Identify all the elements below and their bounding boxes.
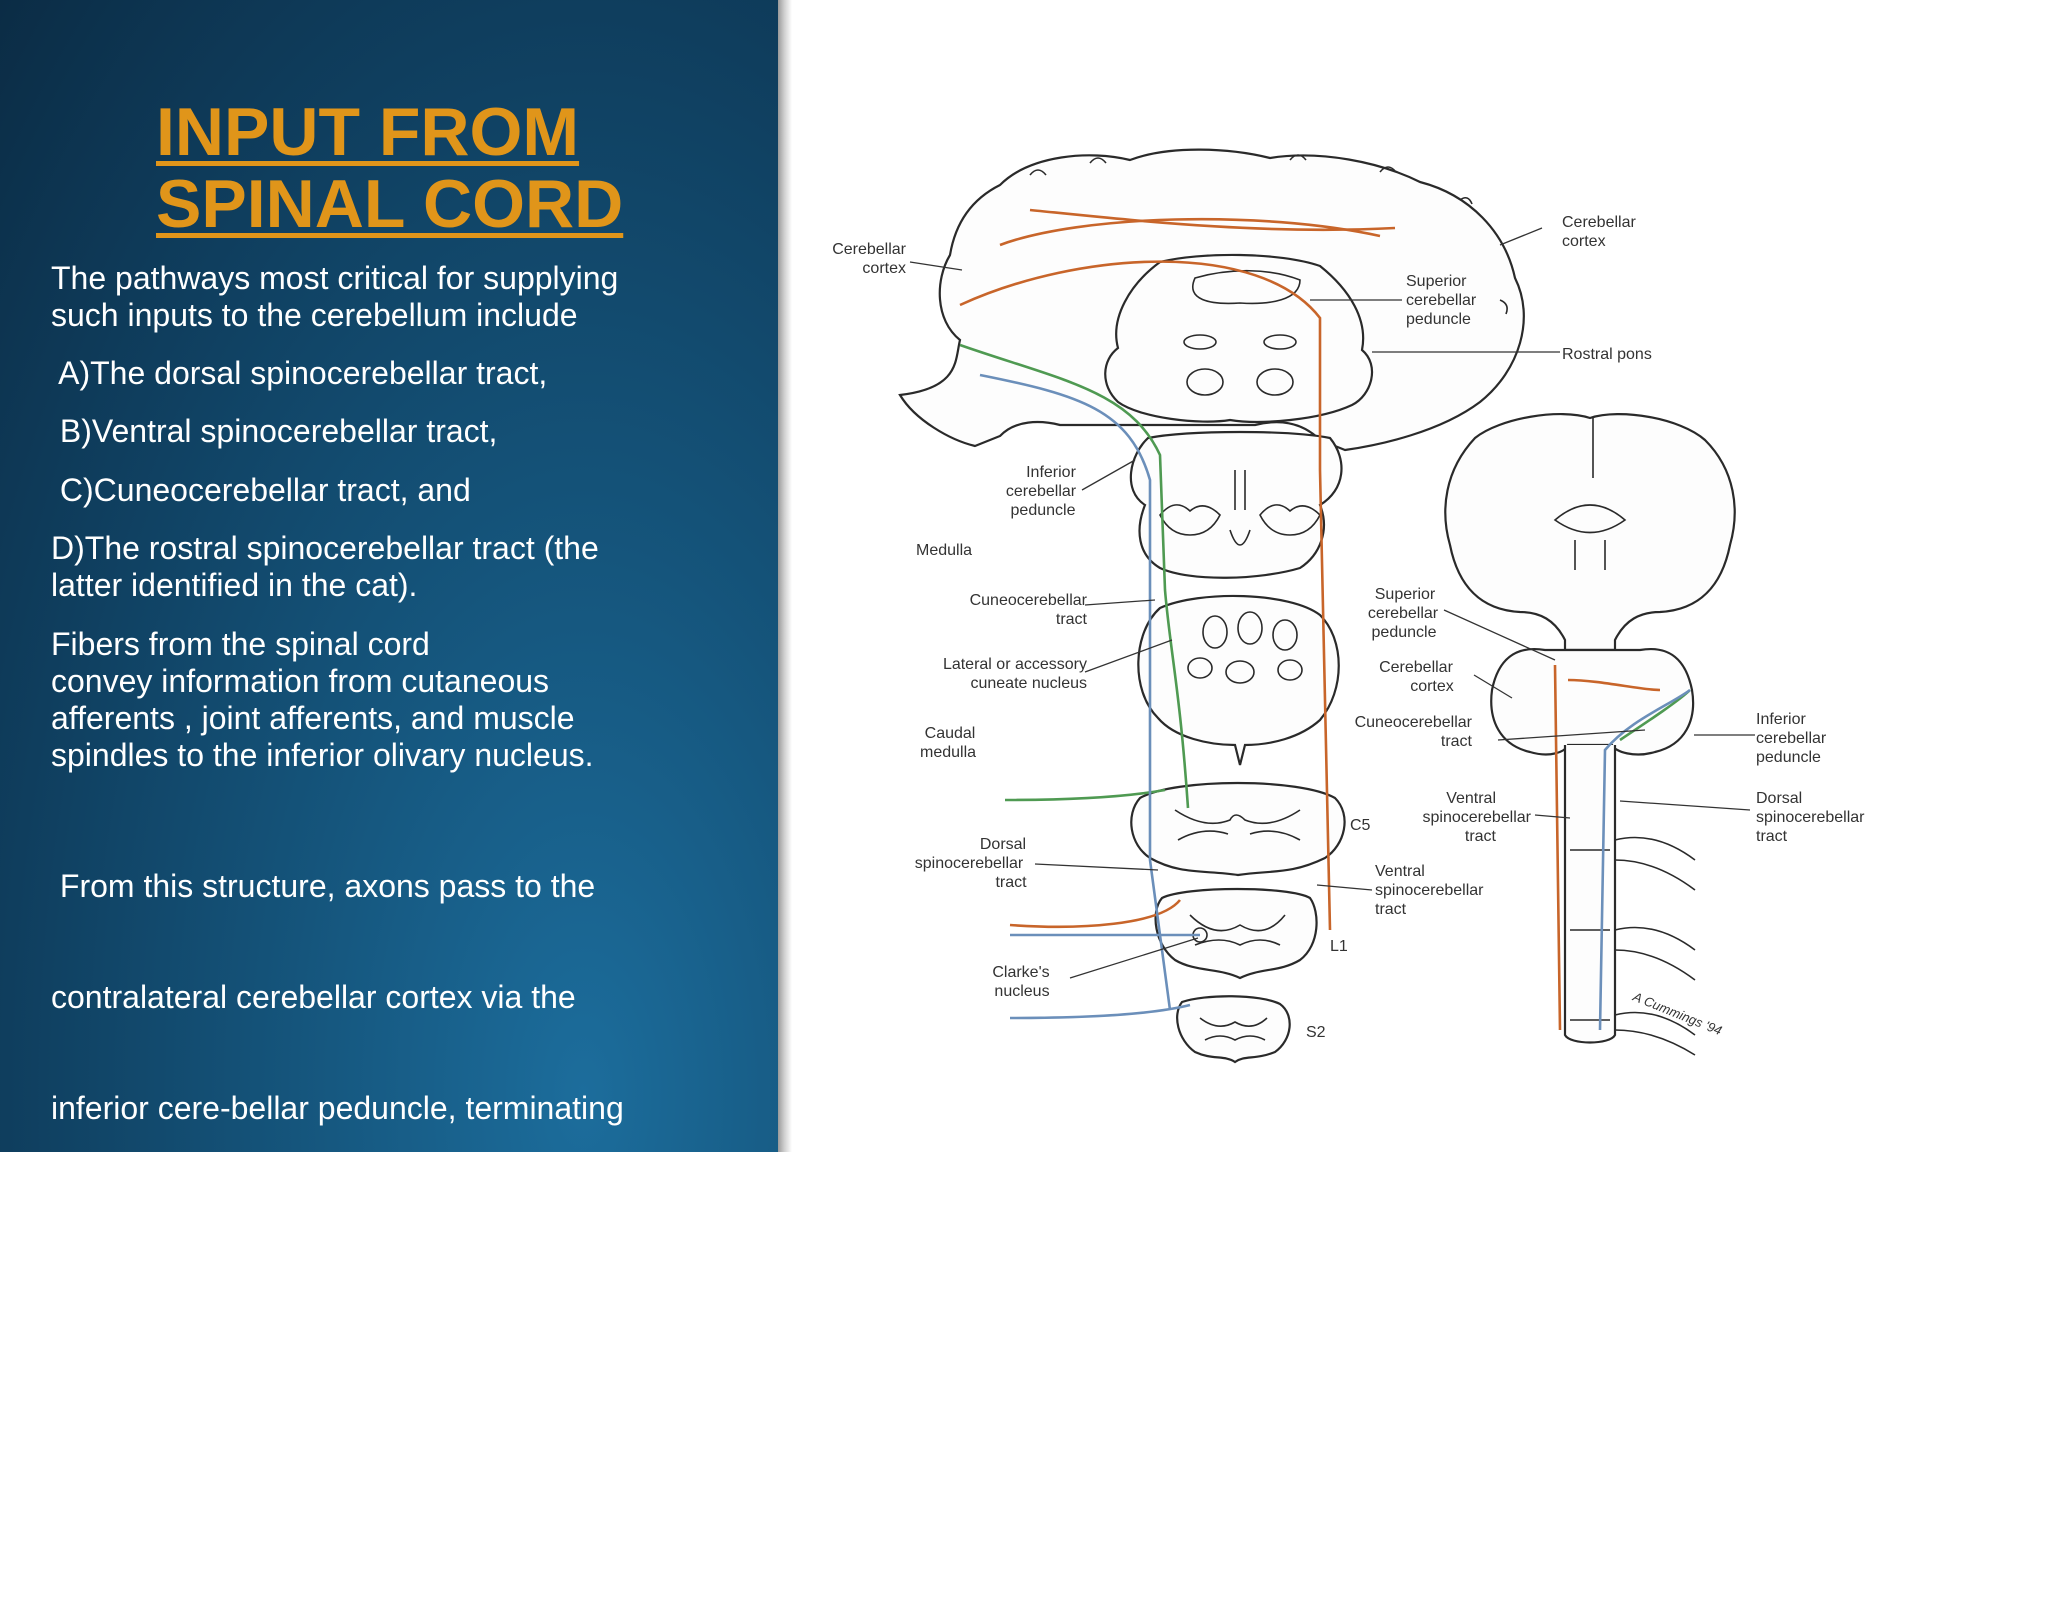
spinal-cord-longitudinal — [1563, 745, 1617, 1044]
structure-line: referred to as the spinocerebellum — [51, 1534, 537, 1570]
intro-line: such inputs to the cerebellum include — [51, 297, 578, 333]
spinal-cord-s2 — [1176, 995, 1291, 1064]
label-c5: C5 — [1350, 817, 1371, 834]
intro-line: The pathways most critical for supplying — [51, 260, 619, 296]
fibers-paragraph: Fibers from the spinal cord convey infor… — [51, 626, 594, 774]
structure-line: posterior lobes of the cerebellar cortex — [51, 1312, 596, 1348]
structure-line: inferior cere-bellar peduncle, terminati… — [51, 1090, 624, 1126]
slide-title: INPUT FROM SPINAL CORD — [156, 96, 623, 240]
spinal-cord-c5 — [1130, 781, 1346, 877]
spinal-cord-l1 — [1154, 887, 1318, 980]
item-d: D)The rostral spinocerebellar tract (the… — [51, 530, 599, 604]
item-c: C)Cuneocerebellar tract, and — [51, 472, 471, 508]
structure-line: contralateral cerebellar cortex via the — [51, 979, 576, 1015]
rostral-pons-section — [1104, 253, 1373, 423]
title-line-1: INPUT FROM — [156, 94, 580, 170]
title-line-2: SPINAL CORD — [156, 166, 624, 242]
medulla-section — [1129, 430, 1343, 579]
structure-line: somatotopically within the anterior and — [51, 1201, 596, 1237]
label-rostral-pons: Rostral pons — [1562, 346, 1652, 363]
label-medulla: Medulla — [916, 542, 972, 559]
label-s2: S2 — [1306, 1024, 1326, 1041]
panel-divider — [778, 0, 792, 1152]
intro-paragraph: The pathways most critical for supplying… — [51, 260, 618, 334]
structure-line: From this structure, axons pass to the — [51, 868, 596, 904]
fibers-line: spindles to the inferior olivary nucleus… — [51, 737, 594, 773]
item-a: A)The dorsal spinocerebellar tract, — [51, 355, 548, 391]
item-b: B)Ventral spinocerebellar tract, — [51, 413, 498, 449]
fibers-line: convey information from cutaneous — [51, 663, 550, 699]
fibers-line: Fibers from the spinal cord — [51, 626, 430, 662]
text-panel — [0, 0, 778, 1152]
item-d-line: latter identified in the cat). — [51, 567, 418, 603]
structure-line: Therefore, these receiving areas are — [51, 1423, 567, 1459]
item-d-line: D)The rostral spinocerebellar tract (the — [51, 530, 599, 566]
label-l1: L1 — [1330, 938, 1348, 955]
fibers-line: afferents , joint afferents, and muscle — [51, 700, 575, 736]
structure-paragraph: From this structure, axons pass to the c… — [51, 794, 624, 1608]
